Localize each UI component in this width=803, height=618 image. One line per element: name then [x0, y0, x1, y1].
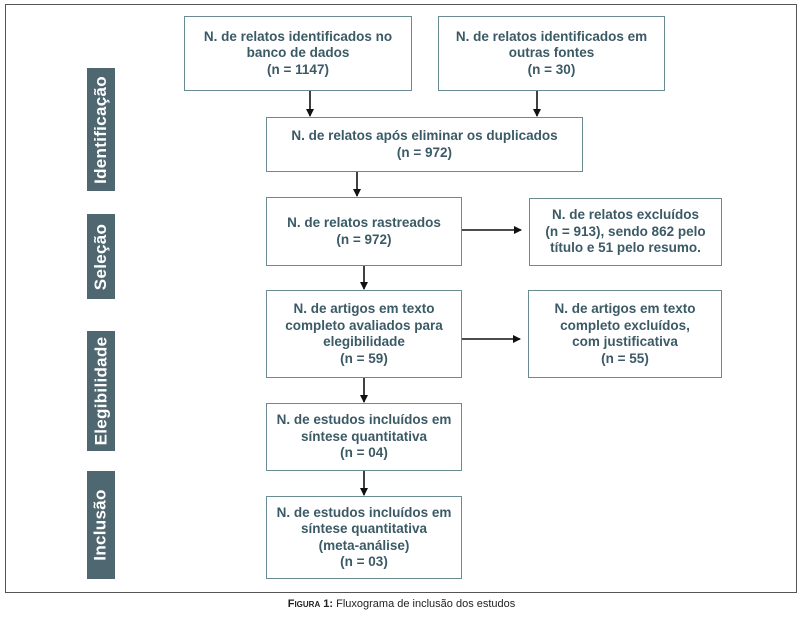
- box-line: N. de artigos em texto: [554, 301, 696, 316]
- box-line: banco de dados: [246, 45, 350, 61]
- box-other-sources: N. de relatos identificados em outras fo…: [438, 16, 665, 91]
- box-line: (n = 913), sendo 862 pelo: [545, 223, 706, 239]
- box-line: N. de estudos incluídos em: [276, 412, 452, 428]
- box-line: N. de relatos excluídos: [551, 207, 700, 223]
- box-line: N. de relatos identificados no: [203, 28, 393, 44]
- box-meta-analysis: N. de estudos incluídos em síntese quant…: [266, 496, 462, 579]
- box-line: N. de relatos após eliminar os duplicado…: [291, 128, 558, 143]
- box-count: (n = 55): [601, 350, 649, 366]
- box-count: (n = 972): [396, 144, 453, 160]
- stage-identificacao: Identificação: [87, 68, 115, 191]
- box-line: N. de estudos incluídos em: [276, 504, 452, 520]
- box-line: N. de relatos identificados em: [455, 28, 648, 44]
- box-line: (meta-análise): [318, 537, 410, 553]
- box-line: N. de relatos rastreados: [287, 215, 441, 230]
- box-line: síntese quantitativa: [300, 521, 428, 536]
- stage-elegibilidade: Elegibilidade: [87, 331, 115, 451]
- box-line: título e 51 pelo resumo.: [550, 240, 701, 256]
- box-quantitative-synthesis: N. de estudos incluídos em síntese quant…: [266, 403, 462, 471]
- box-count: (n = 03): [340, 554, 388, 569]
- box-after-duplicates: N. de relatos após eliminar os duplicado…: [266, 117, 583, 172]
- box-line: completo excluídos,: [560, 317, 690, 333]
- box-count: (n = 1147): [267, 61, 329, 77]
- box-fulltext-assessed: N. de artigos em texto completo avaliado…: [266, 290, 462, 378]
- box-line: completo avaliados para: [285, 317, 443, 333]
- box-line: elegibilidade: [323, 334, 405, 349]
- caption-text: Fluxograma de inclusão dos estudos: [333, 598, 516, 610]
- box-line: com justificativa: [572, 334, 678, 349]
- box-line: síntese quantitativa: [300, 428, 428, 444]
- box-fulltext-excluded: N. de artigos em texto completo excluído…: [528, 290, 722, 378]
- box-line: N. de artigos em texto: [293, 301, 435, 316]
- box-count: (n = 59): [340, 350, 388, 366]
- box-count: (n = 30): [527, 61, 576, 77]
- stage-inclusao: Inclusão: [87, 471, 115, 579]
- figure-caption: Figura 1: Fluxograma de inclusão dos est…: [0, 598, 803, 610]
- box-count: (n = 04): [340, 445, 388, 461]
- box-excluded-records: N. de relatos excluídos (n = 913), sendo…: [529, 198, 722, 266]
- caption-label: Figura 1:: [287, 598, 334, 610]
- box-screened: N. de relatos rastreados (n = 972): [266, 197, 462, 266]
- stage-selecao: Seleção: [87, 214, 115, 299]
- box-database-records: N. de relatos identificados no banco de …: [184, 16, 412, 91]
- figure-frame: [5, 4, 797, 593]
- box-line: outras fontes: [508, 45, 595, 61]
- box-count: (n = 972): [336, 231, 392, 247]
